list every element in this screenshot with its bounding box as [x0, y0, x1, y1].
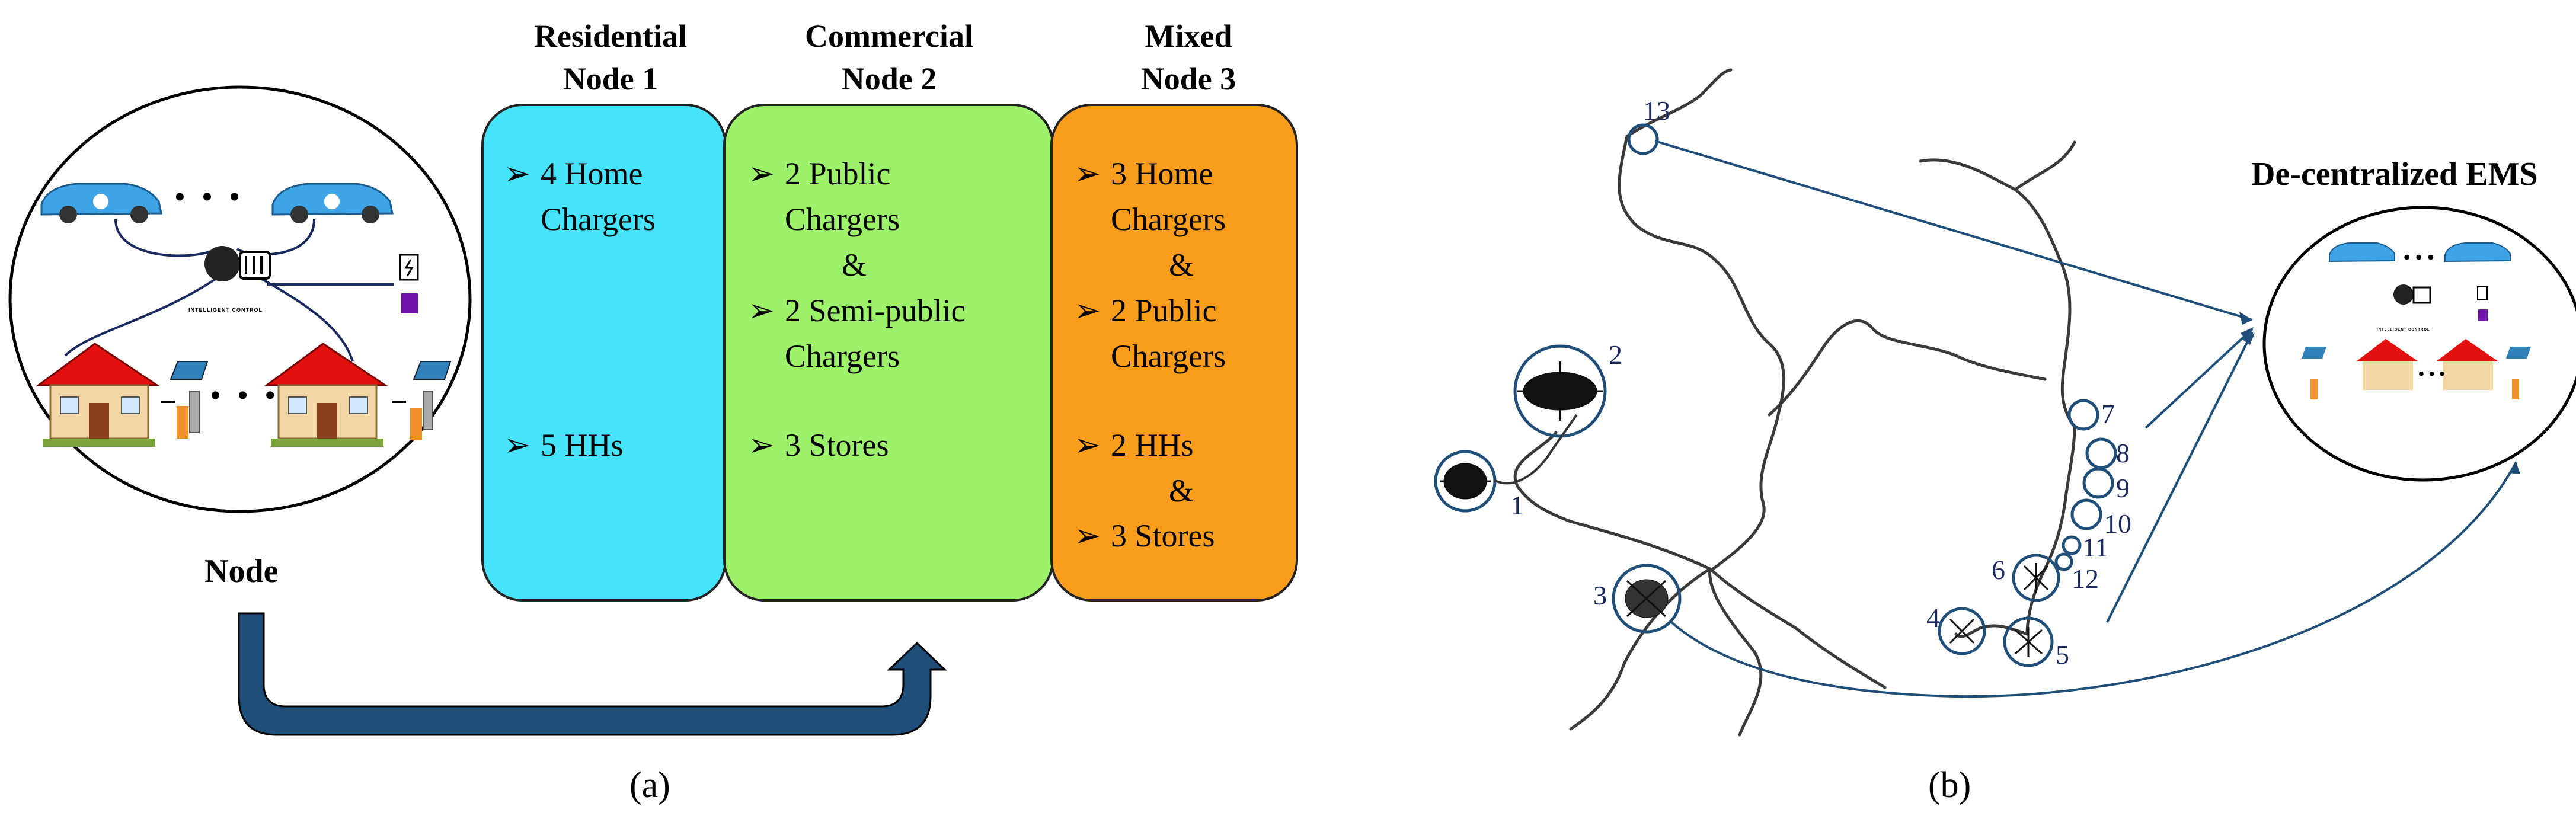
node3-item-hhs: ➢2 HHs [1074, 427, 1194, 463]
node-number-10: 10 [2104, 508, 2131, 539]
node3-item-stores: ➢3 Stores [1074, 518, 1215, 554]
node1-item-hhs: ➢5 HHs [504, 427, 624, 463]
battery-icon [399, 254, 419, 313]
node1-box [481, 104, 727, 602]
node1-item-home-chargers: ➢4 Home Chargers [504, 156, 656, 237]
node-number-6: 6 [1992, 555, 2005, 585]
ev-car-icon [271, 183, 394, 223]
ems-illustration: • • • • • • [2262, 206, 2576, 482]
svg-text:• • •: • • • [2404, 247, 2434, 268]
ems-intelligent-control-label: INTELLIGENT CONTROL [2377, 328, 2430, 332]
node3-connector-2: & [1169, 473, 1194, 508]
node2-item-public-chargers: ➢2 Public Chargers [748, 156, 900, 237]
ems-title: De-centralized EMS [2251, 156, 2538, 193]
node-number-13: 13 [1643, 95, 1670, 126]
node-illustration [6, 83, 474, 516]
node-number-5: 5 [2056, 639, 2069, 670]
house-icon [36, 343, 160, 447]
node-number-3: 3 [1593, 580, 1607, 610]
node-number-1: 1 [1510, 490, 1524, 520]
charger-icon [161, 391, 433, 440]
ev-dots: • • • [175, 181, 245, 213]
intelligent-control-icon [204, 246, 271, 281]
house-icon [264, 343, 388, 447]
ev-car-icon [40, 183, 162, 223]
node-number-9: 9 [2116, 473, 2130, 503]
node2-item-semi-public-chargers: ➢2 Semi-public Chargers [748, 293, 966, 374]
node3-box [1050, 104, 1298, 602]
intelligent-control-label: INTELLIGENT CONTROL [188, 307, 263, 313]
node3-item-home-chargers: ➢3 Home Chargers [1074, 156, 1226, 237]
node2-item-stores: ➢3 Stores [748, 427, 889, 463]
caption-b: (b) [1928, 765, 1971, 805]
caption-a: (a) [629, 765, 670, 805]
node-number-4: 4 [1926, 603, 1940, 633]
node3-connector-1: & [1169, 247, 1194, 283]
house-dots: • • • [210, 380, 280, 411]
node2-connector: & [842, 247, 867, 283]
solar-panel-icon [170, 361, 452, 380]
node3-item-public-chargers: ➢2 Public Chargers [1074, 293, 1226, 374]
svg-text:• • •: • • • [2418, 364, 2445, 383]
node-number-11: 11 [2082, 532, 2109, 562]
node-number-8: 8 [2116, 438, 2130, 468]
node-number-2: 2 [1609, 340, 1622, 370]
node-number-7: 7 [2101, 399, 2115, 429]
node-number-12: 12 [2072, 564, 2099, 594]
node-label: Node [204, 553, 279, 590]
